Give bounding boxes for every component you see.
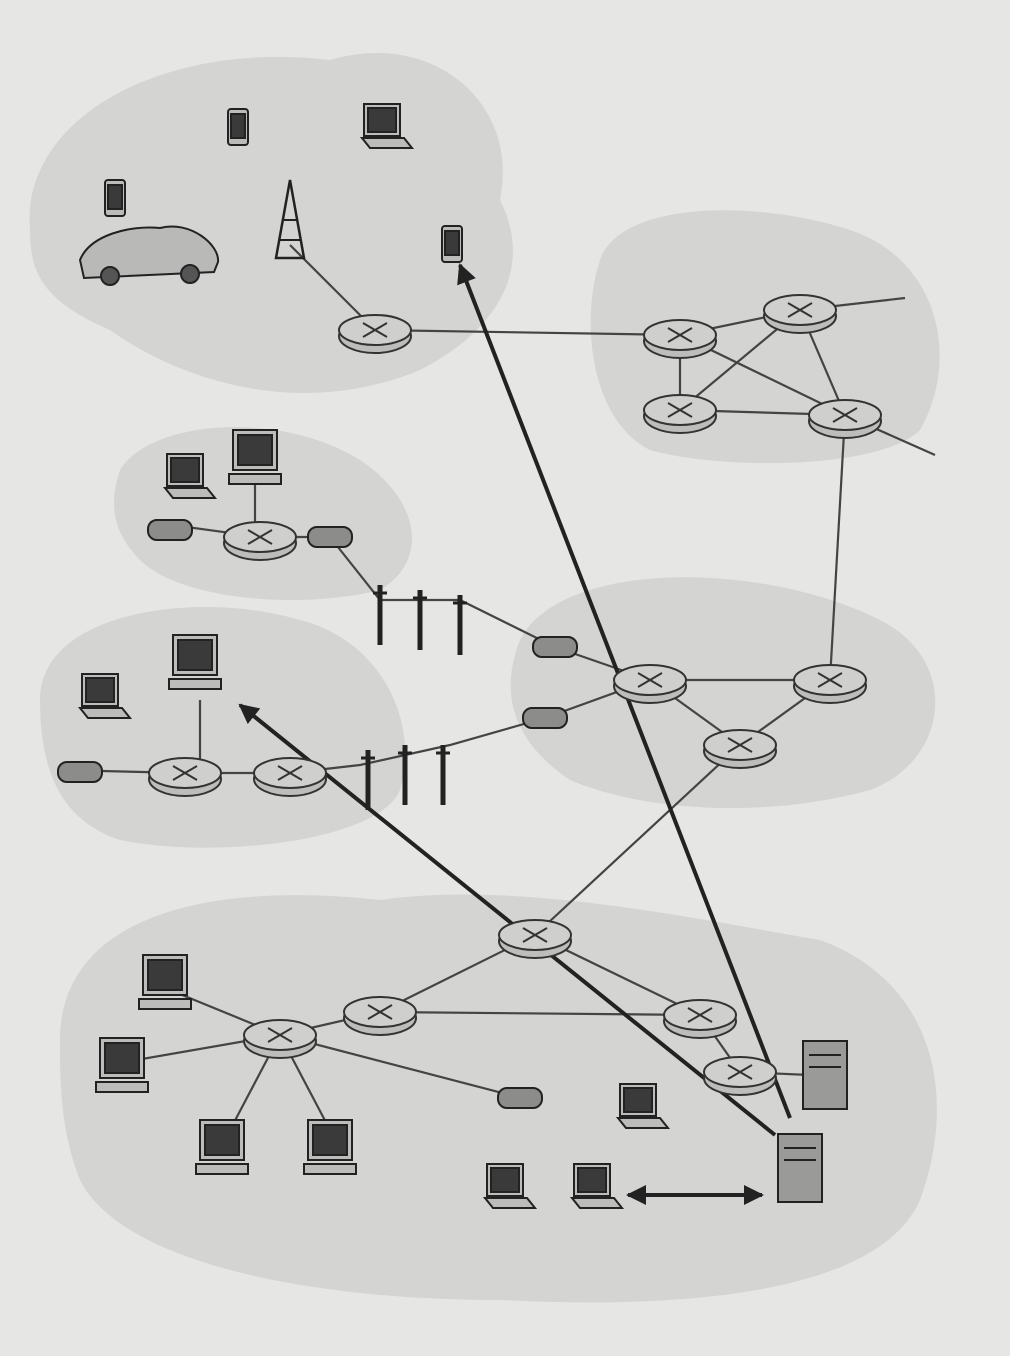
- modem-icon: [307, 526, 353, 548]
- smartphone-icon: [104, 179, 126, 217]
- desktop-pc-icon: [303, 1119, 357, 1175]
- desktop-pc-icon: [228, 429, 282, 485]
- modem-icon: [57, 761, 103, 783]
- router-icon: [338, 314, 412, 354]
- modem-icon: [147, 519, 193, 541]
- modem-icon: [532, 636, 578, 658]
- smartphone-icon: [227, 108, 249, 146]
- router-icon: [663, 999, 737, 1039]
- modem-icon: [522, 707, 568, 729]
- national-isp-region: [590, 210, 940, 464]
- mobile-network-region: [29, 52, 513, 393]
- router-icon: [643, 319, 717, 359]
- router-icon: [498, 919, 572, 959]
- router-icon: [763, 294, 837, 334]
- home-network-2-region: [40, 606, 406, 848]
- arrow-server-to-home-pc: [238, 703, 777, 1137]
- router-icon: [808, 399, 882, 439]
- modem-icon: [497, 1087, 543, 1109]
- router-icon: [253, 757, 327, 797]
- server-icon: [802, 1040, 848, 1110]
- router-icon: [643, 394, 717, 434]
- switch-icon: [243, 1019, 317, 1059]
- router-icon: [613, 664, 687, 704]
- smartphone-icon: [441, 225, 463, 263]
- desktop-pc-icon: [95, 1037, 149, 1093]
- regional-isp-region: [510, 577, 936, 809]
- telephone-pole-icon: [373, 585, 387, 645]
- telephone-pole-icon: [453, 595, 467, 655]
- router-icon: [148, 757, 222, 797]
- desktop-pc-icon: [138, 954, 192, 1010]
- desktop-pc-icon: [168, 634, 222, 690]
- router-icon: [793, 664, 867, 704]
- router-icon: [343, 996, 417, 1036]
- cell-tower-icon: [274, 179, 306, 260]
- telephone-pole-icon: [436, 745, 450, 805]
- server-icon: [777, 1133, 823, 1203]
- telephone-pole-icon: [413, 590, 427, 650]
- router-icon: [703, 729, 777, 769]
- car-icon: [78, 225, 220, 286]
- desktop-pc-icon: [195, 1119, 249, 1175]
- mobile-network: [78, 103, 463, 354]
- router-icon: [223, 521, 297, 561]
- router-icon: [703, 1056, 777, 1096]
